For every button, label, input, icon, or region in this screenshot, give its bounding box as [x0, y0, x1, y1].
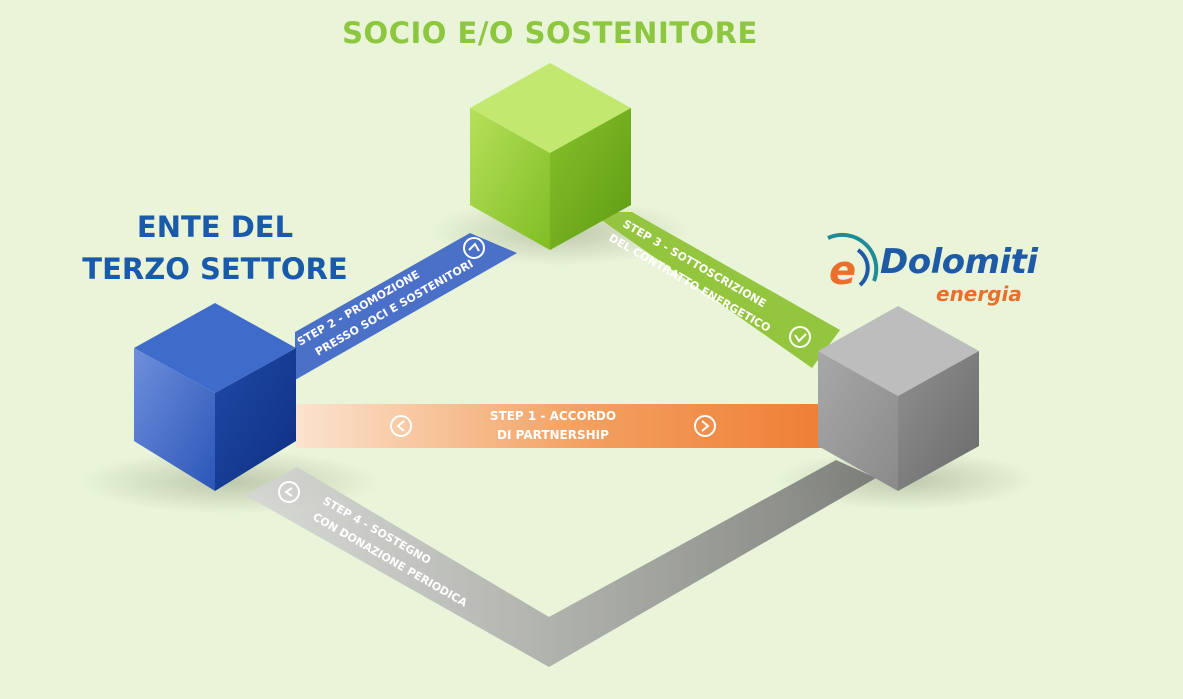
- ente-heading-line2: TERZO SETTORE: [82, 252, 348, 286]
- arrow-left-circle-icon: [278, 481, 300, 503]
- socio-cube-left: [470, 108, 550, 250]
- dolomiti-logo-sub: energia: [936, 282, 1022, 306]
- logo-arc-inner: [856, 248, 870, 287]
- dolomiti-logo-brand: Dolomiti: [880, 242, 1038, 282]
- arrow-up-circle-icon: [463, 237, 485, 259]
- arrow-right-circle-icon: [694, 415, 716, 437]
- ente-heading: ENTE DEL TERZO SETTORE: [60, 206, 370, 290]
- step1-line2: DI PARTNERSHIP: [497, 428, 609, 442]
- arrow-up-circle-icon-glyph: [468, 242, 480, 252]
- logo-letter: e: [829, 248, 856, 294]
- ente-cube: [134, 303, 296, 491]
- arrow-down-circle-icon: [789, 326, 811, 348]
- arrow-right-circle-icon-glyph: [701, 420, 710, 432]
- step3-band: [590, 212, 840, 368]
- socio-cube-top: [470, 63, 631, 153]
- socio-cube: [470, 63, 631, 250]
- logo-arc-outer: [827, 232, 879, 282]
- dolomiti-cube-left: [818, 351, 898, 491]
- dolomiti-logo-mark: e: [827, 232, 879, 294]
- ente-cube-right: [215, 348, 296, 491]
- step1-line1: STEP 1 - ACCORDO: [490, 409, 616, 423]
- dolomiti-cube-right: [898, 351, 979, 491]
- ente-heading-line1: ENTE DEL: [136, 210, 294, 244]
- arrow-left-circle-icon-glyph: [284, 487, 293, 497]
- step4-band: [245, 460, 876, 667]
- dolomiti-cube-top: [818, 306, 979, 396]
- dolomiti-cube: [818, 306, 979, 491]
- arrow-down-circle-icon-glyph: [794, 333, 807, 343]
- step3-line1: STEP 3 - SOTTOSCRIZIONE: [621, 217, 769, 310]
- ente-cube-left: [134, 348, 215, 491]
- step2-band: [295, 233, 517, 380]
- arrow-left-circle-icon-glyph: [396, 420, 405, 432]
- socio-heading: SOCIO E/O SOSTENITORE: [342, 16, 758, 50]
- socio-cube-right: [550, 108, 631, 250]
- step1-band: [296, 404, 821, 448]
- arrow-left-circle-icon: [390, 415, 412, 437]
